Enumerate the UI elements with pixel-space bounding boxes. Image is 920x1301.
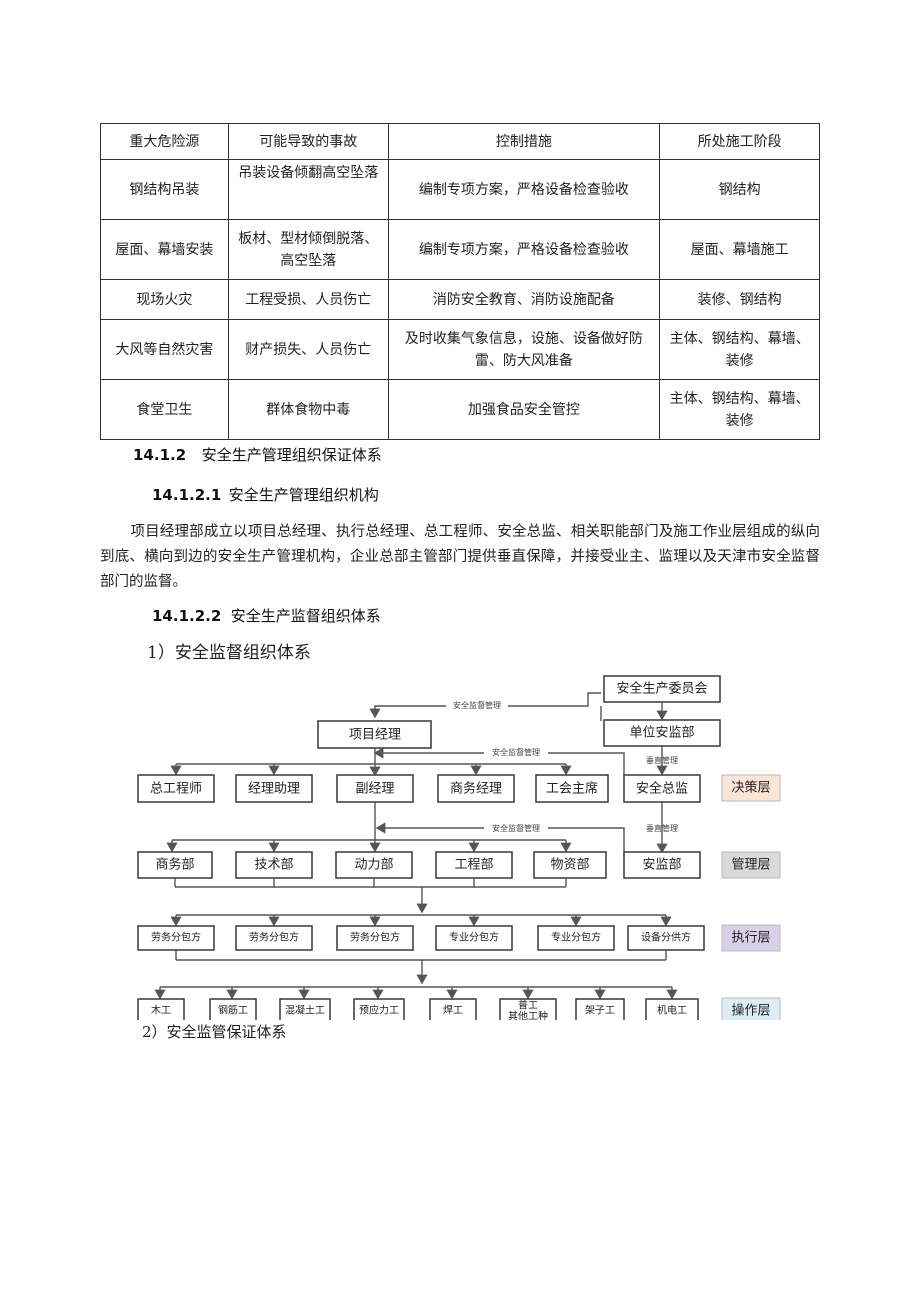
table-cell: 钢结构吊装 [100, 159, 229, 220]
table-cell: 加强食品安全管控 [387, 379, 661, 440]
svg-text:安监部: 安监部 [642, 858, 681, 873]
safety-org-chart: 安全监督管理 安全监督管理 垂直管理 安全监督管理 垂直管理 安全生产委员会 单… [137, 675, 781, 1021]
edge-label-supervise: 安全监督管理 [492, 747, 540, 757]
org-node-project-manager: 项目经理 [317, 720, 432, 749]
table-cell: 板材、型材倾倒脱落、高空坠落 [227, 219, 389, 280]
table-cell: 主体、钢结构、幕墙、装修 [659, 379, 820, 440]
svg-text:经理助理: 经理助理 [248, 782, 300, 797]
svg-text:木工: 木工 [151, 1005, 171, 1017]
layer-tag-operation: 操作层 [731, 1003, 770, 1019]
svg-text:其他工种: 其他工种 [508, 1010, 548, 1021]
section-title: 安全生产管理组织保证体系 [201, 446, 382, 464]
section-title: 安全生产管理组织机构 [228, 486, 379, 504]
table-cell: 吊装设备倾翻高空坠落 [227, 159, 389, 220]
svg-text:预应力工: 预应力工 [359, 1004, 399, 1017]
svg-text:架子工: 架子工 [585, 1005, 615, 1017]
org-node-safety-director: 安全总监 [623, 774, 701, 803]
table-cell: 食堂卫生 [100, 379, 229, 440]
svg-text:物资部: 物资部 [550, 858, 589, 873]
edge-label-supervise: 安全监督管理 [492, 823, 540, 833]
svg-text:钢筋工: 钢筋工 [218, 1004, 248, 1017]
table-cell: 编制专项方案，严格设备检查验收 [387, 159, 661, 220]
org-node-row3: 劳务分包方 劳务分包方 劳务分包方 专业分包方 专业分包方 设备分供方 [137, 925, 705, 951]
svg-text:劳务分包方: 劳务分包方 [151, 931, 201, 944]
table-cell: 大风等自然灾害 [100, 319, 229, 380]
layer-tag-management: 管理层 [731, 858, 770, 873]
svg-text:工会主席: 工会主席 [546, 781, 598, 797]
layer-tags: 决策层 管理层 执行层 操作层 [721, 774, 781, 1020]
table-cell: 编制专项方案，严格设备检查验收 [387, 219, 661, 280]
org-node-row2: 商务部 技术部 动力部 工程部 物资部 [137, 851, 607, 879]
table-cell: 屋面、幕墙安装 [100, 219, 229, 280]
layer-tag-decision: 决策层 [731, 780, 770, 796]
svg-text:设备分供方: 设备分供方 [641, 931, 691, 944]
svg-text:技术部: 技术部 [254, 858, 293, 873]
org-node-row1: 总工程师 经理助理 副经理 商务经理 工会主席 [137, 774, 609, 803]
body-paragraph: 项目经理部成立以项目总经理、执行总经理、总工程师、安全总监、相关职能部门及施工作… [100, 524, 820, 590]
svg-text:劳务分包方: 劳务分包方 [249, 931, 299, 944]
svg-text:劳务分包方: 劳务分包方 [350, 931, 400, 944]
svg-text:机电工: 机电工 [657, 1004, 687, 1017]
table-row: 大风等自然灾害 财产损失、人员伤亡 及时收集气象信息，设施、设备做好防雷、防大风… [100, 319, 820, 380]
edge-label-vertical: 垂直管理 [646, 823, 678, 833]
table-cell: 消防安全教育、消防设施配备 [387, 279, 661, 320]
layer-tag-execution: 执行层 [731, 931, 770, 946]
section-heading-14-1-2-2: 14.1.2.2 安全生产监督组织体系 [152, 605, 381, 626]
table-header-cell: 所处施工阶段 [659, 123, 820, 160]
table-cell: 主体、钢结构、幕墙、装修 [659, 319, 820, 380]
svg-text:商务部: 商务部 [155, 857, 194, 873]
table-cell: 群体食物中毒 [227, 379, 389, 440]
section-number: 14.1.2.2 [152, 607, 222, 625]
table-cell: 屋面、幕墙施工 [659, 219, 820, 280]
table-header-cell: 可能导致的事故 [227, 123, 389, 160]
org-connectors [154, 692, 678, 1000]
edge-label-vertical: 垂直管理 [646, 755, 678, 765]
svg-text:混凝土工: 混凝土工 [285, 1004, 325, 1017]
table-row: 食堂卫生 群体食物中毒 加强食品安全管控 主体、钢结构、幕墙、装修 [100, 379, 820, 440]
hazard-table: 重大危险源 可能导致的事故 控制措施 所处施工阶段 钢结构吊装 吊装设备倾翻高空… [100, 123, 820, 440]
org-node-committee: 安全生产委员会 [603, 675, 721, 703]
org-node-unit-dept: 单位安监部 [603, 719, 721, 747]
svg-text:总工程师: 总工程师 [150, 782, 202, 797]
section-number: 14.1.2.1 [152, 486, 222, 504]
section-heading-14-1-2-1: 14.1.2.1 安全生产管理组织机构 [152, 484, 379, 505]
table-header-row: 重大危险源 可能导致的事故 控制措施 所处施工阶段 [100, 123, 820, 160]
svg-text:项目经理: 项目经理 [349, 728, 401, 743]
table-row: 屋面、幕墙安装 板材、型材倾倒脱落、高空坠落 编制专项方案，严格设备检查验收 屋… [100, 219, 820, 280]
table-cell: 工程受损、人员伤亡 [227, 279, 389, 320]
svg-text:专业分包方: 专业分包方 [551, 931, 601, 944]
svg-text:工程部: 工程部 [454, 858, 493, 873]
table-row: 钢结构吊装 吊装设备倾翻高空坠落 编制专项方案，严格设备检查验收 钢结构 [100, 159, 820, 220]
svg-text:商务经理: 商务经理 [450, 781, 502, 797]
table-cell: 现场火灾 [100, 279, 229, 320]
org-node-safety-dept: 安监部 [623, 851, 701, 879]
edge-label-supervise: 安全监督管理 [453, 700, 501, 710]
svg-text:动力部: 动力部 [354, 858, 393, 873]
svg-text:焊工: 焊工 [443, 1005, 463, 1017]
table-cell: 钢结构 [659, 159, 820, 220]
table-cell: 财产损失、人员伤亡 [227, 319, 389, 380]
subheading-supervision-guarantee: 2）安全监管保证体系 [142, 1023, 287, 1041]
table-row: 现场火灾 工程受损、人员伤亡 消防安全教育、消防设施配备 装修、钢结构 [100, 279, 820, 320]
svg-text:副经理: 副经理 [355, 782, 394, 797]
table-cell: 装修、钢结构 [659, 279, 820, 320]
svg-text:安全生产委员会: 安全生产委员会 [616, 681, 707, 697]
subheading-supervision-system: 1）安全监督组织体系 [147, 643, 311, 663]
table-cell: 及时收集气象信息，设施、设备做好防雷、防大风准备 [387, 319, 661, 380]
org-node-row4: 木工 钢筋工 混凝土工 预应力工 焊工 普工 其他工种 架子工 机电工 [137, 998, 699, 1021]
section-heading-14-1-2: 14.1.2 安全生产管理组织保证体系 [133, 444, 382, 465]
table-header-cell: 重大危险源 [100, 123, 229, 160]
svg-text:安全总监: 安全总监 [636, 781, 688, 797]
section-title: 安全生产监督组织体系 [230, 607, 381, 625]
svg-text:单位安监部: 单位安监部 [629, 726, 694, 741]
svg-text:普工: 普工 [518, 999, 538, 1012]
svg-text:专业分包方: 专业分包方 [449, 931, 499, 944]
table-header-cell: 控制措施 [387, 123, 661, 160]
section-number: 14.1.2 [133, 446, 187, 464]
